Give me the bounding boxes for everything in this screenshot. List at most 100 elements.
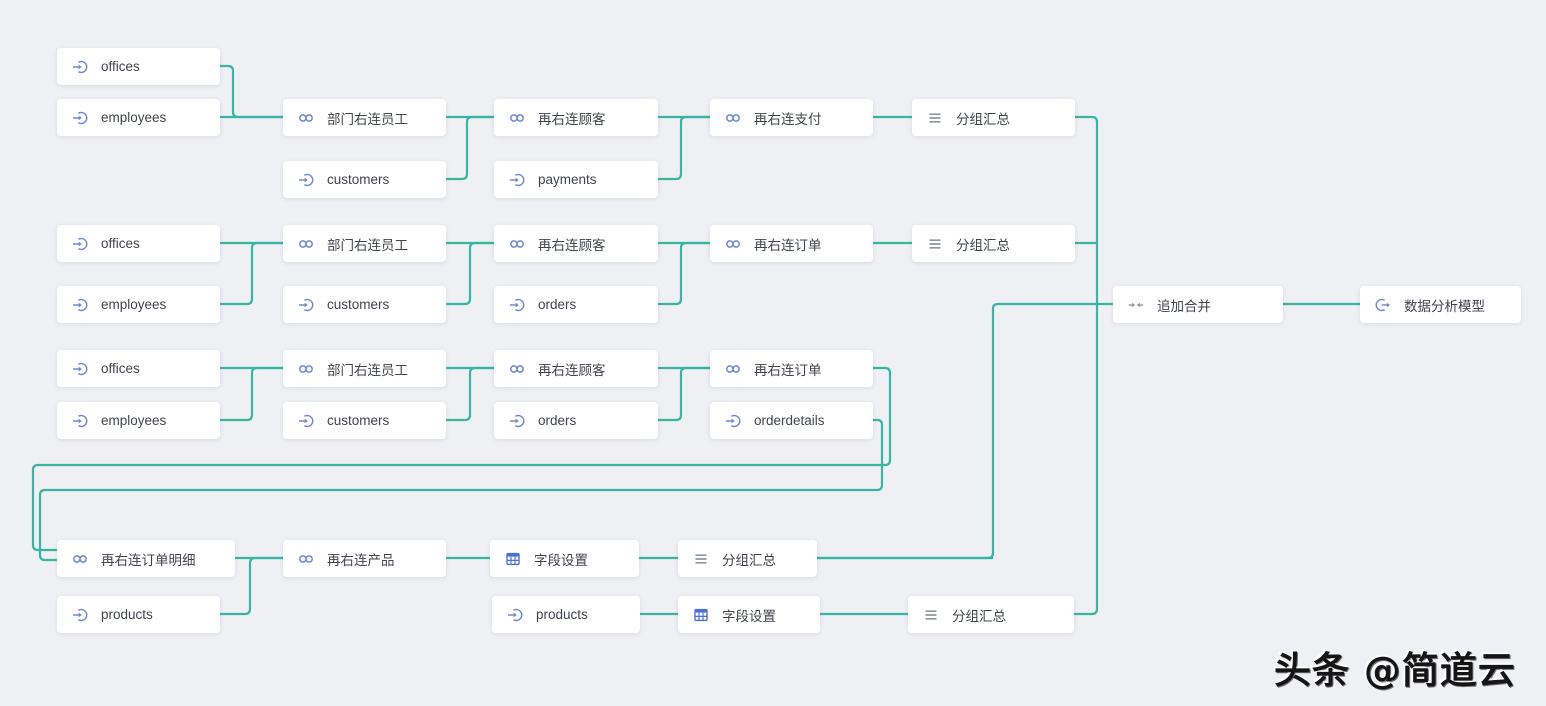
connector-line [220, 241, 283, 306]
node-employees-1[interactable]: employees [57, 99, 220, 136]
node-group-a[interactable]: 分组汇总 [678, 540, 817, 577]
node-customers-2[interactable]: customers [283, 286, 446, 323]
node-customers-3[interactable]: customers [283, 402, 446, 439]
node-label: 再右连顾客 [538, 237, 606, 253]
node-label: 再右连产品 [327, 552, 395, 568]
node-label: offices [101, 59, 140, 74]
node-label: 部门右连员工 [327, 362, 408, 378]
node-employees-2[interactable]: employees [57, 286, 220, 323]
node-orders-2[interactable]: orders [494, 286, 658, 323]
node-label: customers [327, 172, 390, 187]
group-summary-icon [693, 551, 709, 567]
data-input-icon [507, 607, 523, 623]
node-join-order-2[interactable]: 再右连订单 [710, 225, 873, 262]
node-label: 再右连支付 [754, 111, 822, 127]
append-merge-icon [1128, 297, 1144, 313]
node-offices-2[interactable]: offices [57, 225, 220, 262]
node-label: orderdetails [754, 413, 825, 428]
node-label: 字段设置 [722, 608, 776, 624]
node-orderdetails-3[interactable]: orderdetails [710, 402, 873, 439]
group-summary-icon [927, 236, 943, 252]
node-offices-3[interactable]: offices [57, 350, 220, 387]
node-orders-3[interactable]: orders [494, 402, 658, 439]
data-input-icon [72, 361, 88, 377]
data-input-icon [509, 172, 525, 188]
node-label: offices [101, 236, 140, 251]
node-fields-b[interactable]: 字段设置 [678, 596, 820, 633]
node-label: customers [327, 413, 390, 428]
node-label: 再右连订单明细 [101, 552, 196, 568]
connector-line [31, 366, 892, 552]
node-employees-3[interactable]: employees [57, 402, 220, 439]
connector-line [658, 115, 710, 181]
data-input-icon [72, 413, 88, 429]
node-output-model[interactable]: 数据分析模型 [1360, 286, 1521, 323]
connector-line [1074, 115, 1099, 616]
node-group-2[interactable]: 分组汇总 [912, 225, 1075, 262]
data-input-icon [72, 297, 88, 313]
node-customers-1[interactable]: customers [283, 161, 446, 198]
node-join-detail[interactable]: 再右连订单明细 [57, 540, 235, 577]
node-payments-1[interactable]: payments [494, 161, 658, 198]
node-label: orders [538, 413, 577, 428]
node-offices-1[interactable]: offices [57, 48, 220, 85]
join-icon [725, 110, 741, 126]
node-join-dept-3[interactable]: 部门右连员工 [283, 350, 446, 387]
data-input-icon [72, 236, 88, 252]
join-icon [298, 110, 314, 126]
node-label: payments [538, 172, 597, 187]
field-settings-icon [505, 551, 521, 567]
node-append-merge[interactable]: 追加合并 [1113, 286, 1283, 323]
connector-line [220, 64, 283, 119]
output-model-icon [1375, 297, 1391, 313]
node-join-dept-2[interactable]: 部门右连员工 [283, 225, 446, 262]
connector-line [446, 115, 494, 181]
connector-line [658, 241, 710, 306]
join-icon [509, 110, 525, 126]
data-input-icon [72, 110, 88, 126]
node-label: 数据分析模型 [1404, 298, 1485, 314]
node-join-cust-3[interactable]: 再右连顾客 [494, 350, 658, 387]
data-input-icon [72, 59, 88, 75]
join-icon [725, 361, 741, 377]
node-label: 再右连顾客 [538, 362, 606, 378]
join-icon [72, 551, 88, 567]
node-products-l[interactable]: products [57, 596, 220, 633]
node-label: 追加合并 [1157, 298, 1211, 314]
group-summary-icon [923, 607, 939, 623]
node-join-pay-1[interactable]: 再右连支付 [710, 99, 873, 136]
data-input-icon [298, 172, 314, 188]
group-summary-icon [927, 110, 943, 126]
data-input-icon [509, 297, 525, 313]
node-label: employees [101, 413, 167, 428]
node-join-dept-1[interactable]: 部门右连员工 [283, 99, 446, 136]
node-join-cust-1[interactable]: 再右连顾客 [494, 99, 658, 136]
node-fields-a[interactable]: 字段设置 [490, 540, 639, 577]
join-icon [725, 236, 741, 252]
connector-line [446, 241, 494, 306]
data-input-icon [298, 297, 314, 313]
join-icon [509, 236, 525, 252]
connector-line [446, 366, 494, 422]
node-products-b[interactable]: products [492, 596, 640, 633]
node-label: 再右连订单 [754, 362, 822, 378]
join-icon [298, 361, 314, 377]
node-group-b[interactable]: 分组汇总 [908, 596, 1074, 633]
node-label: 部门右连员工 [327, 111, 408, 127]
data-input-icon [509, 413, 525, 429]
node-label: 部门右连员工 [327, 237, 408, 253]
join-icon [298, 236, 314, 252]
node-join-prod[interactable]: 再右连产品 [283, 540, 446, 577]
node-label: 字段设置 [534, 552, 588, 568]
node-label: customers [327, 297, 390, 312]
node-label: 分组汇总 [952, 608, 1006, 624]
node-label: orders [538, 297, 577, 312]
data-input-icon [725, 413, 741, 429]
node-group-1[interactable]: 分组汇总 [912, 99, 1075, 136]
node-join-cust-2[interactable]: 再右连顾客 [494, 225, 658, 262]
node-join-order-3[interactable]: 再右连订单 [710, 350, 873, 387]
node-label: products [536, 607, 588, 622]
watermark: 头条 @简道云 [1274, 649, 1516, 692]
data-input-icon [72, 607, 88, 623]
